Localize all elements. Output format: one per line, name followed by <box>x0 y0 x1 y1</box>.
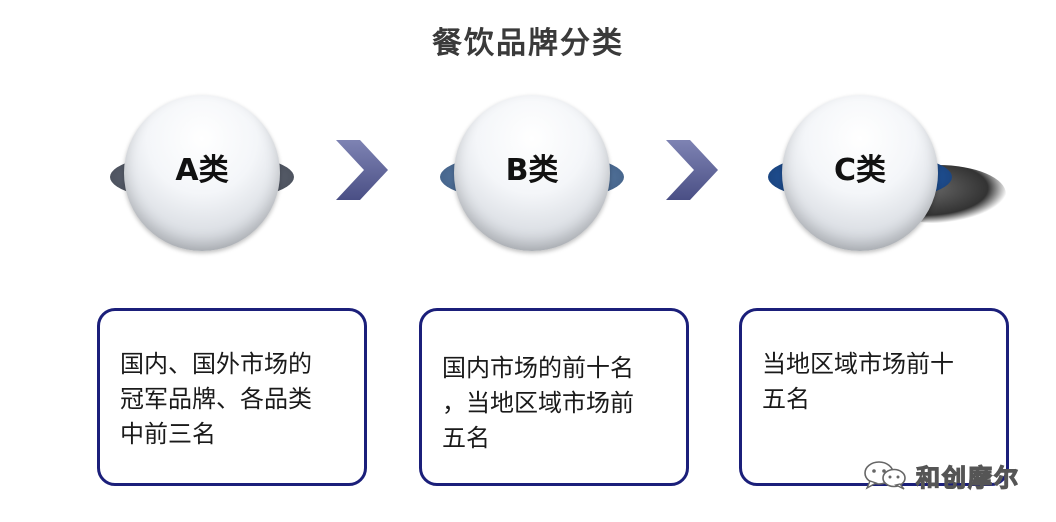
category-c-label: C类 <box>833 153 887 188</box>
category-c-description-box: 当地区域市场前十 五名 <box>739 308 1009 486</box>
category-c-node: C类 <box>760 95 1006 265</box>
category-a-description: 国内、国外市场的 冠军品牌、各品类 中前三名 <box>120 350 312 448</box>
category-b-description: 国内市场的前十名 ，当地区域市场前 五名 <box>442 354 634 452</box>
wechat-icon <box>864 461 906 490</box>
category-a-sphere <box>124 95 280 251</box>
category-b-description-box: 国内市场的前十名 ，当地区域市场前 五名 <box>419 308 689 486</box>
category-a-description-box: 国内、国外市场的 冠军品牌、各品类 中前三名 <box>97 308 367 486</box>
watermark-text: 和创摩尔 <box>915 463 1020 492</box>
category-c-description: 当地区域市场前十 五名 <box>762 350 954 413</box>
chevron-right-icon <box>666 140 718 200</box>
category-a-label: A类 <box>175 153 229 188</box>
diagram-title: 餐饮品牌分类 <box>432 26 624 61</box>
chevron-right-icon <box>336 140 388 200</box>
watermark: 和创摩尔 <box>862 458 1020 492</box>
category-b-node: B类 <box>432 95 632 265</box>
category-b-sphere <box>454 95 610 251</box>
category-a-node: A类 <box>102 95 302 265</box>
category-b-label: B类 <box>505 153 559 188</box>
category-c-sphere <box>782 95 938 251</box>
